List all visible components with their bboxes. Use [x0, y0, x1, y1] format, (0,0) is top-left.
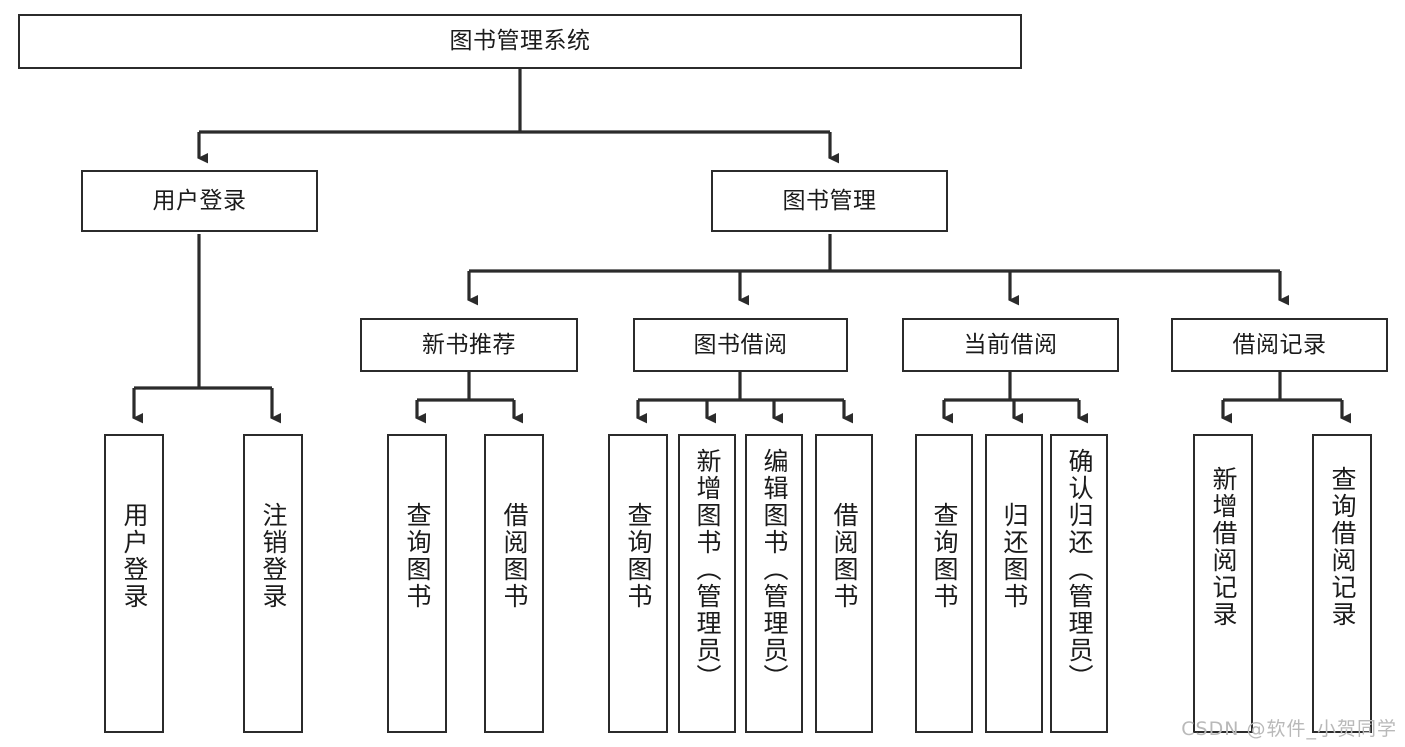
node-label: 借阅图书 — [830, 502, 859, 610]
node-label: 新增图书（管理员） — [693, 448, 722, 691]
node-label: 图书管理系统 — [449, 28, 591, 55]
node-leaf-query-book-1[interactable]: 查询图书 — [387, 434, 447, 733]
node-label: 图书借阅 — [693, 331, 788, 358]
node-label: 注销登录 — [259, 502, 288, 610]
node-label: 查询图书 — [624, 502, 653, 610]
node-borrow-record[interactable]: 借阅记录 — [1171, 318, 1388, 372]
node-label: 查询图书 — [930, 502, 959, 610]
node-current-borrow[interactable]: 当前借阅 — [902, 318, 1119, 372]
node-label: 图书管理 — [782, 187, 877, 214]
node-label: 当前借阅 — [963, 331, 1058, 358]
node-leaf-query-record[interactable]: 查询借阅记录 — [1312, 434, 1372, 733]
node-user-login[interactable]: 用户登录 — [81, 170, 318, 232]
node-label: 借阅记录 — [1232, 331, 1327, 358]
node-leaf-borrow-book-1[interactable]: 借阅图书 — [484, 434, 544, 733]
node-label: 新书推荐 — [422, 331, 516, 358]
node-label: 用户登录 — [152, 187, 247, 214]
node-label: 确认归还（管理员） — [1065, 448, 1094, 691]
node-leaf-return-book[interactable]: 归还图书 — [985, 434, 1043, 733]
node-label: 新增借阅记录 — [1209, 466, 1238, 628]
node-root-system[interactable]: 图书管理系统 — [18, 14, 1022, 69]
node-label: 查询图书 — [403, 502, 432, 610]
node-leaf-add-record[interactable]: 新增借阅记录 — [1193, 434, 1253, 733]
node-leaf-query-book-3[interactable]: 查询图书 — [915, 434, 973, 733]
node-leaf-edit-book[interactable]: 编辑图书（管理员） — [745, 434, 803, 733]
node-book-borrow[interactable]: 图书借阅 — [633, 318, 848, 372]
node-label: 借阅图书 — [500, 502, 529, 610]
node-leaf-add-book[interactable]: 新增图书（管理员） — [678, 434, 736, 733]
node-new-book-recommend[interactable]: 新书推荐 — [360, 318, 578, 372]
node-label: 归还图书 — [1000, 502, 1029, 610]
node-leaf-query-book-2[interactable]: 查询图书 — [608, 434, 668, 733]
node-leaf-confirm-return[interactable]: 确认归还（管理员） — [1050, 434, 1108, 733]
node-leaf-borrow-book-2[interactable]: 借阅图书 — [815, 434, 873, 733]
node-leaf-user-login[interactable]: 用户登录 — [104, 434, 164, 733]
node-label: 查询借阅记录 — [1328, 466, 1357, 628]
node-leaf-logout[interactable]: 注销登录 — [243, 434, 303, 733]
node-label: 用户登录 — [120, 502, 149, 610]
node-book-management[interactable]: 图书管理 — [711, 170, 948, 232]
node-label: 编辑图书（管理员） — [760, 448, 789, 691]
